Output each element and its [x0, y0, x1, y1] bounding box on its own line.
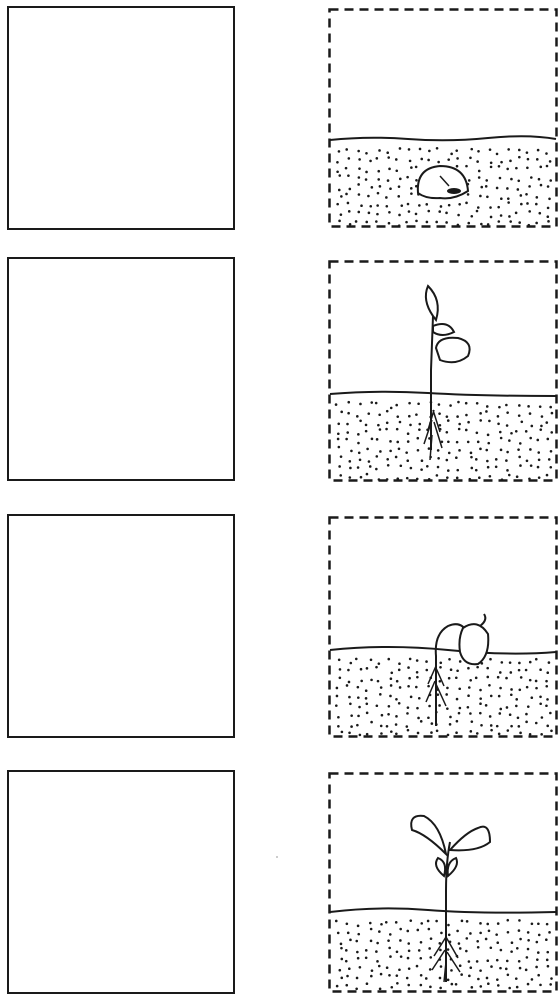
cut-card-2[interactable]	[328, 260, 558, 482]
cut-card-4[interactable]	[328, 772, 558, 993]
seedling-illustration	[411, 816, 490, 982]
bean-seed-illustration	[418, 166, 468, 198]
blank-box-4	[7, 770, 235, 994]
cut-card-1[interactable]	[328, 8, 558, 228]
blank-box-1	[7, 6, 235, 230]
cut-card-3[interactable]	[328, 516, 558, 738]
blank-box-2	[7, 257, 235, 481]
stray-mark	[276, 856, 278, 858]
blank-box-3	[7, 514, 235, 738]
young-plant-illustration	[424, 286, 470, 460]
